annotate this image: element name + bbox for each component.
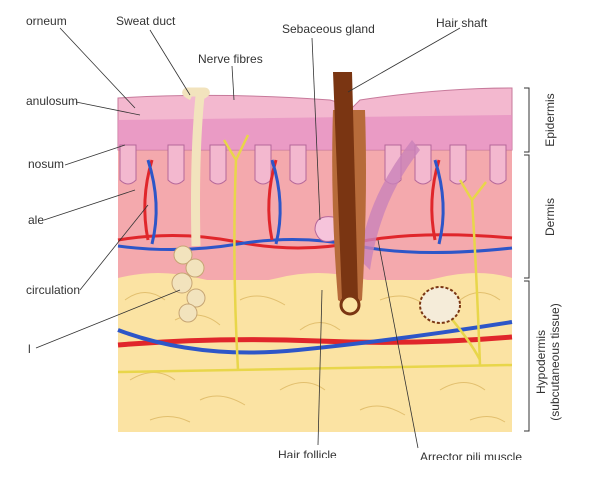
fat-lobules	[124, 292, 506, 423]
layer-brackets	[524, 87, 530, 432]
label-circulation: circulation	[26, 283, 81, 297]
label-sweat-duct: Sweat duct	[116, 14, 176, 28]
label-sebaceous-gland: Sebaceous gland	[282, 22, 375, 36]
label-arrector-pili-muscle: Arrector pili muscle	[420, 450, 523, 460]
leader-lines	[35, 27, 461, 449]
label-stratum-basale: ale	[28, 213, 45, 227]
label-epidermis: Epidermis	[543, 93, 557, 147]
basal-layer	[118, 115, 512, 150]
arrector-pili-muscle	[360, 140, 420, 270]
label-stratum-granulosum: anulosum	[26, 94, 79, 108]
label-hypodermis: Hypodermis (subcutaneous tissue)	[534, 297, 564, 427]
label-hair-shaft: Hair shaft	[436, 16, 488, 30]
hair-shaft	[333, 72, 358, 300]
label-hair-follicle: Hair follicle	[278, 448, 337, 458]
sweat-gland	[171, 245, 206, 323]
label-dermis: Dermis	[543, 198, 557, 236]
label-hypodermis-sub: (subcutaneous tissue)	[548, 303, 562, 421]
sweat-duct	[182, 87, 210, 247]
blood-vessels	[117, 159, 513, 355]
label-stratum-spinosum: nosum	[28, 157, 65, 171]
label-sweat-gland: l	[28, 342, 31, 356]
label-stratum-corneum: orneum	[26, 14, 67, 28]
label-nerve-fibres: Nerve fibres	[198, 52, 263, 66]
dermal-papillae	[119, 144, 507, 185]
label-hypodermis-title: Hypodermis	[534, 329, 548, 395]
pacinian-corpuscle	[419, 286, 461, 324]
